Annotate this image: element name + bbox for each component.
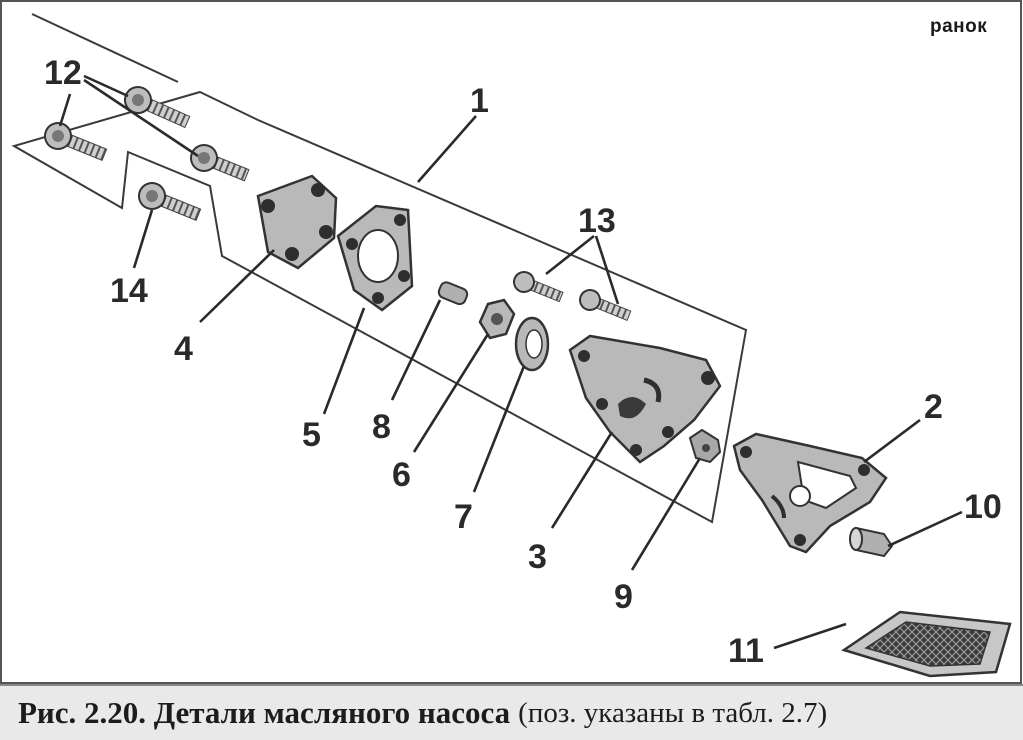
publisher-logo: ранок (930, 16, 988, 37)
callout-7: 7 (454, 498, 473, 536)
bolt-13-b (579, 289, 632, 322)
callout-13: 13 (578, 202, 616, 240)
callout-8: 8 (372, 408, 391, 446)
callout-10: 10 (964, 488, 1002, 526)
callout-2: 2 (924, 388, 943, 426)
valve-10 (849, 526, 894, 558)
callout-11: 11 (728, 632, 764, 670)
washer-7 (514, 316, 550, 372)
bolt-12-b (44, 122, 108, 161)
callout-12: 12 (44, 54, 82, 92)
pin-8 (437, 281, 469, 306)
bolt-13-a (513, 271, 564, 303)
callout-labels: 1 2 3 4 5 6 7 8 9 10 11 12 13 14 (44, 54, 1002, 670)
pump-body-3 (568, 334, 722, 464)
figure-caption: Рис. 2.20. Детали масляного насоса (поз.… (0, 684, 1023, 740)
leader-lines (58, 74, 963, 650)
caption-title: Рис. 2.20. Детали масляного насоса (18, 695, 511, 730)
figure-border (0, 0, 1022, 684)
callout-5: 5 (302, 416, 321, 454)
callout-9: 9 (614, 578, 633, 616)
nut-6 (478, 298, 516, 340)
gasket-2 (732, 432, 888, 554)
bolt-12-a (124, 86, 191, 129)
filter-screen-11 (841, 610, 1012, 678)
diagram-canvas: 1 2 3 4 5 6 7 8 9 10 11 12 13 14 (0, 0, 1022, 684)
callout-3: 3 (528, 538, 547, 576)
bolt-12-c (190, 144, 250, 182)
bolt-14 (138, 182, 202, 221)
callout-14: 14 (110, 272, 148, 310)
gasket-5 (336, 204, 414, 312)
assembly-outline (11, 13, 748, 524)
cover-4 (256, 174, 338, 270)
caption-note: (поз. указаны в табл. 2.7) (518, 696, 828, 729)
callout-4: 4 (174, 330, 193, 368)
callout-6: 6 (392, 456, 411, 494)
callout-1: 1 (470, 82, 489, 120)
plug-9 (688, 428, 722, 464)
